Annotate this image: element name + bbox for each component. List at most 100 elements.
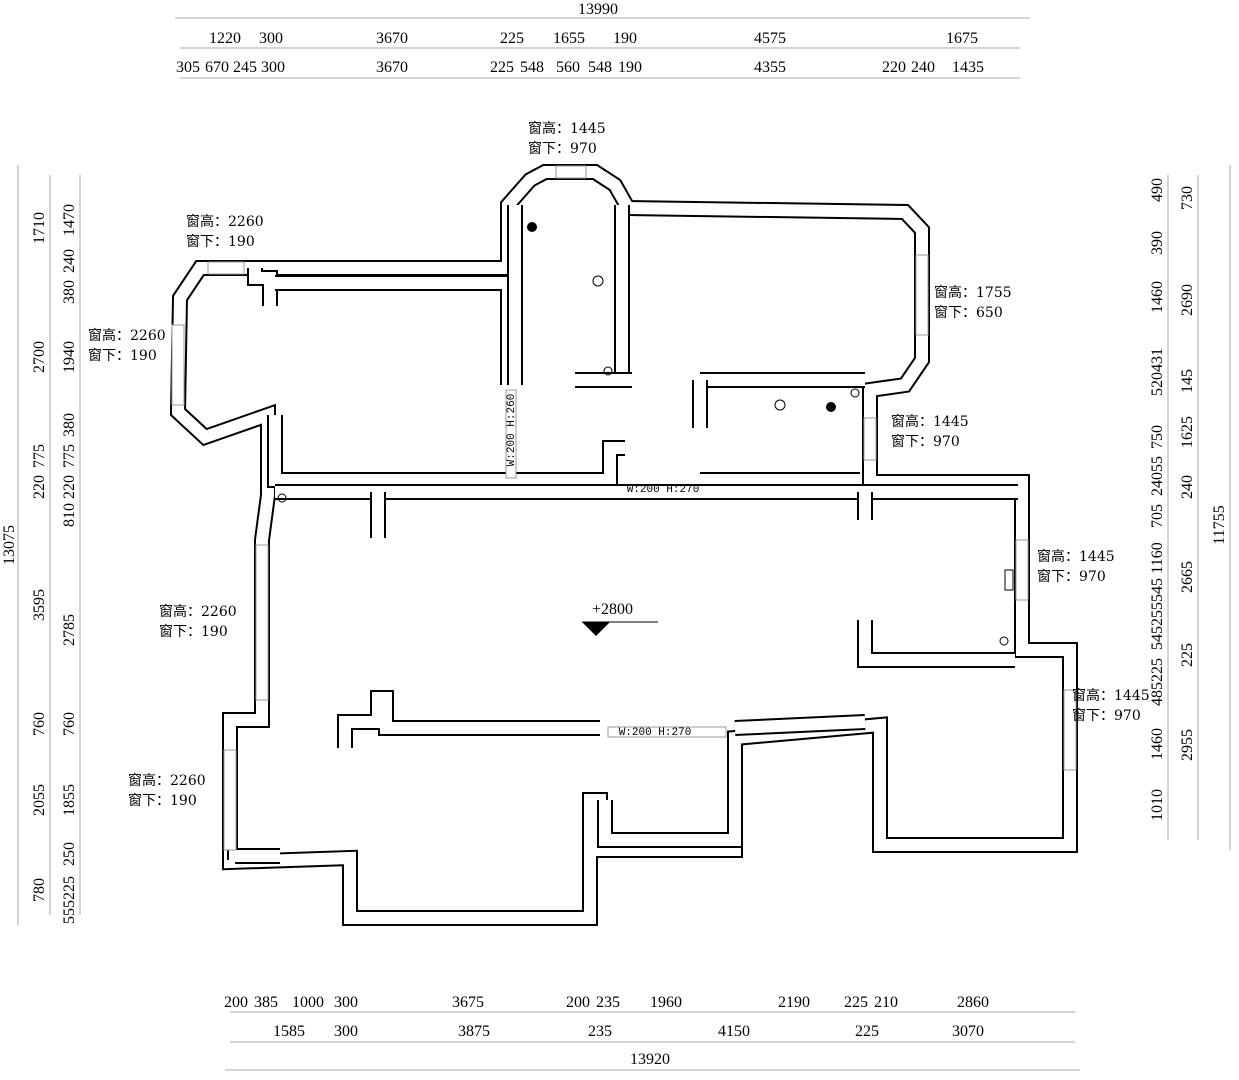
dimension-label: 220: [61, 475, 78, 499]
dimension-label: 300: [334, 1023, 358, 1040]
dimension-label: 1625: [1179, 416, 1196, 448]
dimension-label: 2860: [957, 994, 989, 1011]
dimension-label: 3875: [458, 1023, 490, 1040]
dimension-label: 225: [1179, 643, 1196, 667]
dimension-label: 1435: [952, 59, 984, 76]
dimension-label: 545255545: [1149, 578, 1166, 650]
total-dimension: 13075: [1, 525, 18, 565]
dimension-label: 300: [261, 59, 285, 76]
window-height-label: 窗高：1445: [1037, 548, 1115, 565]
dimension-label: 390: [1149, 231, 1166, 255]
dimension-label: 548: [520, 59, 544, 76]
dimension-label: 1460: [1149, 281, 1166, 313]
window-sill-label: 窗下：190: [159, 623, 228, 640]
opening-label: W:200 H:270: [619, 727, 692, 739]
total-dimension: 13920: [630, 1051, 670, 1068]
dimension-label: 1855: [61, 784, 78, 816]
dimension-label: 2055: [31, 784, 48, 816]
dimension-label: 1585: [273, 1023, 305, 1040]
wall-segment: [339, 692, 600, 748]
opening-label: W:200 H:270: [627, 484, 700, 496]
window-sill-label: 窗下：970: [1037, 568, 1106, 585]
dimension-label: 200: [224, 994, 248, 1011]
wall-segment: [859, 620, 1015, 666]
wall-segment: [275, 277, 514, 385]
dimension-label: 2190: [778, 994, 810, 1011]
wall-segment: [249, 268, 276, 306]
dimension-label: 240: [61, 249, 78, 273]
window-height-label: 窗高：1445: [528, 120, 606, 137]
dimension-label: 2785: [61, 614, 78, 646]
window-sill-label: 窗下：970: [528, 140, 597, 157]
dimension-label: 220: [882, 59, 906, 76]
wall-segment: [275, 275, 516, 385]
window-sill-label: 窗下：190: [88, 347, 157, 364]
dimension-label: 240: [911, 59, 935, 76]
dimension-label: 760: [61, 712, 78, 736]
window-height-label: 窗高：1445: [891, 413, 969, 430]
window-height-label: 窗高：1445: [1072, 687, 1150, 704]
dimension-label: 3070: [952, 1023, 984, 1040]
dimension-label: 3675: [452, 994, 484, 1011]
dimension-label: 2955: [1179, 729, 1196, 761]
dimension-label: 245: [233, 59, 257, 76]
window-sill-label: 窗下：970: [1072, 707, 1141, 724]
dimension-label: 2690: [1179, 284, 1196, 316]
windows: [171, 165, 1077, 851]
dimension-label: 190: [618, 59, 642, 76]
dimension-label: 520431: [1149, 348, 1166, 396]
dimension-lines: [17, 17, 1231, 1071]
dimension-label: 385: [254, 994, 278, 1011]
window-height-label: 窗高：2260: [186, 213, 264, 230]
dimension-label: 3670: [376, 30, 408, 47]
dimension-label: 1940: [61, 341, 78, 373]
window-sill-label: 窗下：190: [128, 792, 197, 809]
dimension-label: 1655: [553, 30, 585, 47]
dimension-label: 1460: [1149, 728, 1166, 760]
dimension-label: 780: [31, 878, 48, 902]
dimension-label: 210: [874, 994, 898, 1011]
dimension-label: 24055: [1149, 456, 1166, 496]
dimension-label: 490: [1149, 178, 1166, 202]
dimension-label: 300: [334, 994, 358, 1011]
dimension-label: 705: [1149, 504, 1166, 528]
dimension-label: 4575: [754, 30, 786, 47]
walls: [169, 164, 1078, 926]
dimension-label: 3595: [31, 589, 48, 621]
window-height-label: 窗高：2260: [128, 772, 206, 789]
dimension-label: 555225: [61, 876, 78, 924]
dimension-label: 760: [31, 712, 48, 736]
dimension-label: 1675: [946, 30, 978, 47]
dimension-label: 548: [588, 59, 612, 76]
dimension-label: 225: [500, 30, 524, 47]
dimension-label: 750: [1149, 425, 1166, 449]
window-height-label: 窗高：1755: [934, 284, 1012, 301]
dimension-label: 240: [1179, 475, 1196, 499]
wall-segment: [171, 166, 1076, 924]
dimension-label: 1160: [1149, 542, 1166, 573]
wall-segment: [267, 415, 625, 488]
elevation-marker: [582, 621, 658, 636]
dimension-label: 2665: [1179, 561, 1196, 593]
wall-segment: [734, 716, 866, 734]
dimension-label: 235: [588, 1023, 612, 1040]
dimension-label: 225: [844, 994, 868, 1011]
dimension-label: 380: [61, 280, 78, 304]
dimension-label: 4150: [718, 1023, 750, 1040]
dimension-label: 4355: [754, 59, 786, 76]
dimension-label: 810: [61, 503, 78, 527]
dimension-label: 670: [205, 59, 229, 76]
dimension-label: 560: [556, 59, 580, 76]
dimension-label: 485225: [1149, 658, 1166, 706]
wall-segment: [269, 415, 625, 486]
dimension-label: 1220: [209, 30, 241, 47]
dimension-label: 190: [613, 30, 637, 47]
dimension-label: 145: [1179, 369, 1196, 393]
dimension-label: 1960: [650, 994, 682, 1011]
dimension-label: 235: [596, 994, 620, 1011]
elevation-label: +2800: [592, 601, 633, 618]
dimension-label: 300: [259, 30, 283, 47]
window-sill-label: 窗下：190: [186, 233, 255, 250]
